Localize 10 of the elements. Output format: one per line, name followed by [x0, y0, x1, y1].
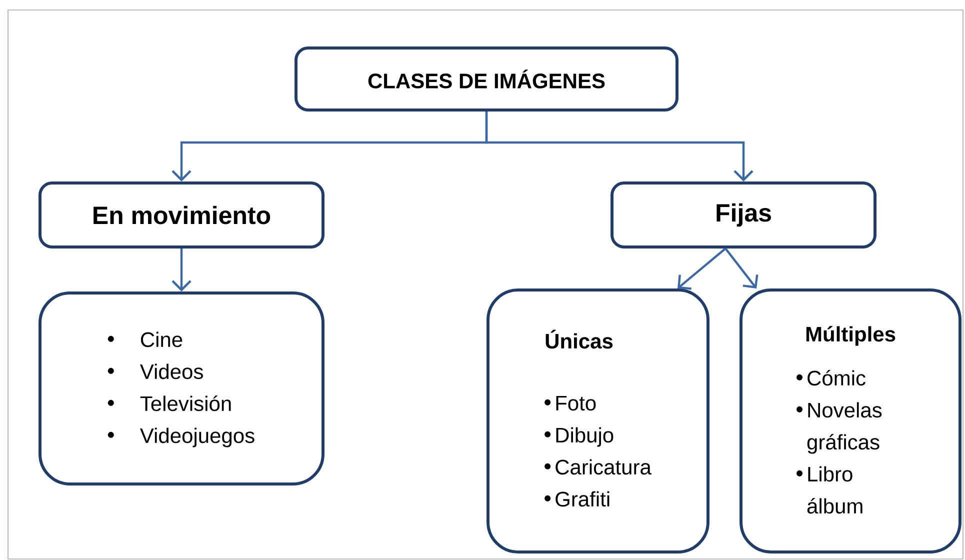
arrow [678, 248, 726, 290]
category-box: Fijas [610, 182, 876, 248]
list-box: Múltiples Cómic Novelas gráficas Libro álbum [740, 288, 962, 554]
list-box: Cine Videos Televisión Videojuegos [38, 292, 324, 486]
title-box: CLASES DE IMÁGENES [294, 46, 678, 112]
arrow [172, 248, 192, 292]
arrow [724, 248, 758, 288]
category-box: En movimiento [38, 182, 324, 248]
arrow [485, 112, 754, 182]
list-box: Únicas Foto Dibujo Caricatura Grafiti [486, 288, 710, 554]
